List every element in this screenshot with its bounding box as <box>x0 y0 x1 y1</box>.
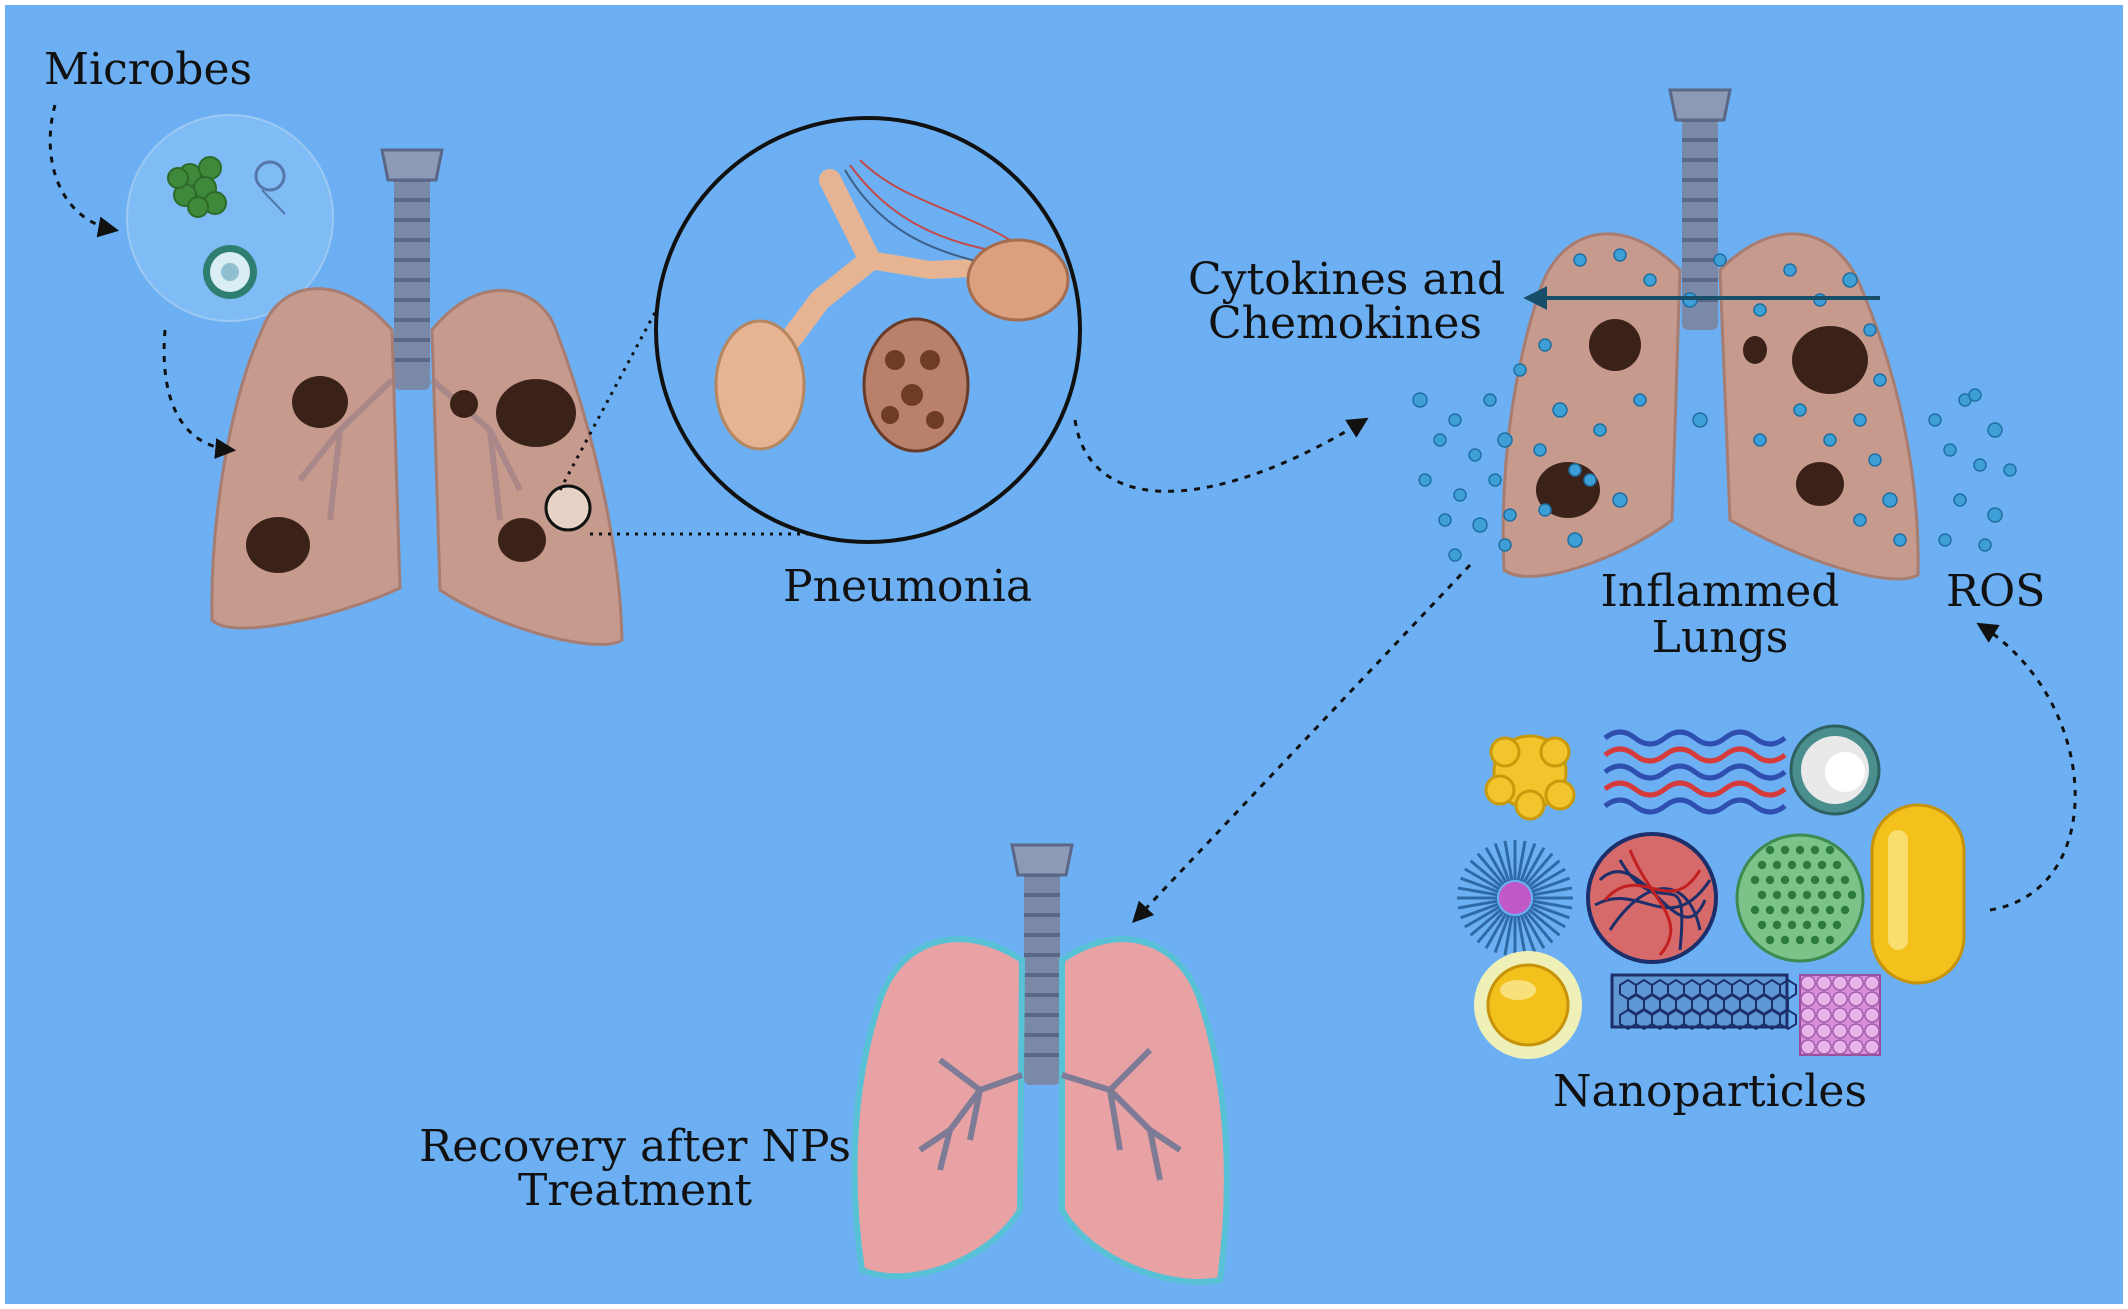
pneumonia-label: Pneumonia <box>783 561 1033 612</box>
cytokines-label-line2: Chemokines <box>1208 298 1482 349</box>
microbes-circle <box>126 114 334 322</box>
bacteria-cluster-icon <box>167 156 227 218</box>
cytokines-label-line1: Cytokines and <box>1188 254 1506 305</box>
nanoparticles-label: Nanoparticles <box>1552 1066 1868 1117</box>
nanoparticles-group <box>1457 724 1966 1059</box>
arrow-pneumonia-to-inflamed <box>1073 417 1369 493</box>
nanoparticle-nanotube-icon <box>1610 973 1797 1031</box>
microbes-label: Microbes <box>44 44 253 95</box>
nanoparticle-micelle-icon <box>1457 840 1573 956</box>
nanoparticle-liposome-icon <box>1789 724 1881 816</box>
arrow-circle-to-lungs <box>162 329 237 459</box>
ros-particles <box>1412 248 2017 562</box>
recovery-label-line1: Recovery after NPs <box>419 1121 851 1172</box>
nanoparticle-dendrimer-icon <box>1484 734 1576 821</box>
arrow-nanoparticles-to-ros <box>1976 622 2077 912</box>
inflamed-label-line1: Inflammed <box>1600 566 1840 617</box>
diseased-lungs-icon <box>210 148 624 646</box>
inflamed-label-line2: Lungs <box>1651 612 1789 663</box>
recovery-label-line2: Treatment <box>517 1165 753 1216</box>
nanoparticle-porous-sphere-icon <box>1735 833 1865 963</box>
virus-icon <box>203 245 257 299</box>
nanoparticle-polymer-chains-icon <box>1603 729 1787 815</box>
arrow-inflamed-to-recovery <box>1132 563 1472 924</box>
ros-label: ROS <box>1946 566 2046 617</box>
inflamed-lungs-icon <box>1501 88 1920 581</box>
healthy-lungs-icon <box>851 843 1230 1285</box>
fungus-icon <box>254 160 286 215</box>
flow-arrows <box>48 104 2077 924</box>
nanoparticle-capsule-icon <box>1870 803 1966 985</box>
alveoli-magnifier-icon <box>654 116 1082 544</box>
nanoparticle-polymer-ball-icon <box>1586 832 1718 964</box>
nanoparticle-cube-icon <box>1799 974 1881 1056</box>
arrow-microbes-to-circle <box>48 104 120 238</box>
nanoparticle-gold-icon <box>1474 951 1582 1059</box>
